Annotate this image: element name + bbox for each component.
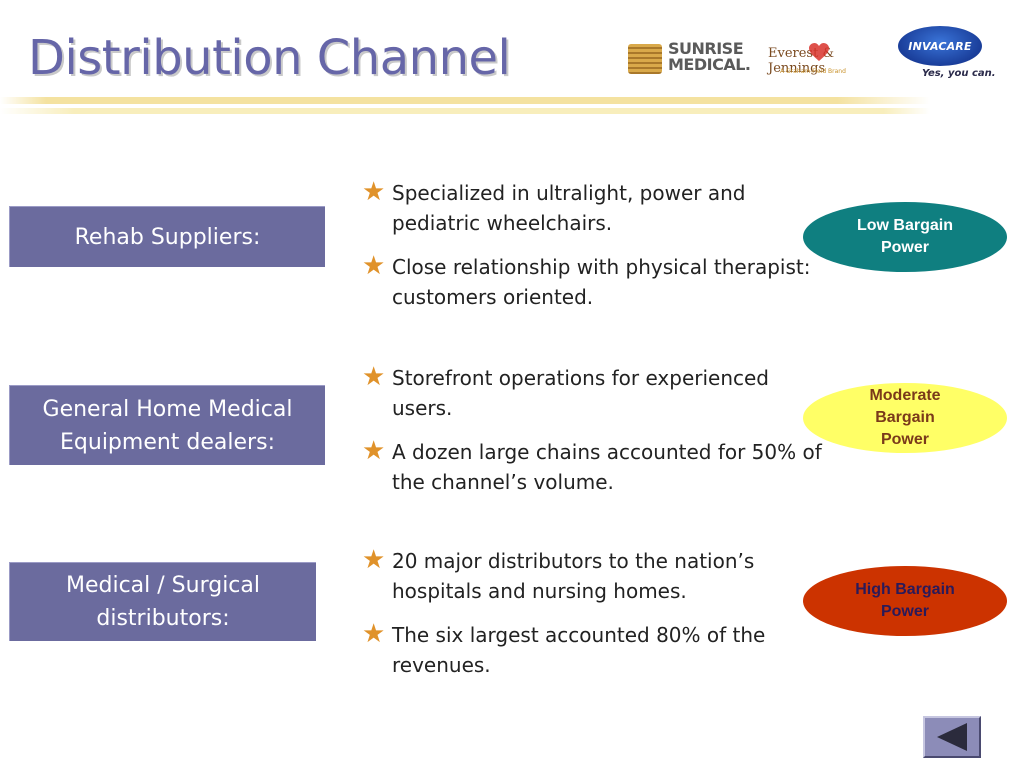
list-item: ★ Close relationship with physical thera… xyxy=(362,251,811,309)
high-bargain-power-badge: High Bargain Power xyxy=(803,566,1007,636)
category-box-rehab: Rehab Suppliers: xyxy=(9,206,325,267)
moderate-bargain-power-badge: Moderate Bargain Power xyxy=(803,383,1007,453)
back-arrow-icon xyxy=(937,723,967,751)
star-bullet-icon: ★ xyxy=(362,362,386,392)
sunrise-logo-text: SUNRISE MEDICAL. xyxy=(668,39,751,74)
star-bullet-icon: ★ xyxy=(362,619,386,649)
list-item: ★ A dozen large chains accounted for 50%… xyxy=(362,436,822,494)
sunrise-medical-logo: SUNRISE MEDICAL. xyxy=(628,39,751,78)
bullet-list-general-home-medical: ★ Storefront operations for experienced … xyxy=(362,362,822,511)
category-box-medical-surgical: Medical / Surgical distributors: xyxy=(9,562,316,641)
category-label: General Home Medical Equipment dealers: xyxy=(42,396,293,455)
invacare-oval: INVACARE xyxy=(898,26,982,66)
list-item: ★ Specialized in ultralight, power and p… xyxy=(362,177,746,235)
category-label: Rehab Suppliers: xyxy=(74,224,261,250)
sunrise-mark-icon xyxy=(628,44,662,74)
list-item: ★ Storefront operations for experienced … xyxy=(362,362,770,420)
everest-jennings-logo: Everest & Jennings A Graham-Field Brand xyxy=(768,28,878,88)
star-bullet-icon: ★ xyxy=(362,436,386,466)
star-bullet-icon: ★ xyxy=(362,251,386,281)
back-button[interactable] xyxy=(923,716,981,758)
invacare-tagline: Yes, you can. xyxy=(922,68,996,79)
list-item: ★ 20 major distributors to the nation’s … xyxy=(362,545,755,603)
bullet-list-medical-surgical: ★ 20 major distributors to the nation’s … xyxy=(362,545,822,694)
category-label: Medical / Surgical distributors: xyxy=(65,573,260,631)
star-bullet-icon: ★ xyxy=(362,177,386,207)
list-item: ★ The six largest accounted 80% of the r… xyxy=(362,619,766,677)
slide-title: Distribution Channel xyxy=(28,30,511,86)
everest-jennings-subtitle: A Graham-Field Brand xyxy=(780,68,846,75)
bullet-list-rehab: ★ Specialized in ultralight, power and p… xyxy=(362,177,822,326)
heart-icon xyxy=(809,43,829,61)
invacare-logo: INVACARE Yes, you can. xyxy=(898,26,998,86)
star-bullet-icon: ★ xyxy=(362,545,386,575)
low-bargain-power-badge: Low Bargain Power xyxy=(803,202,1007,272)
category-box-general-home-medical: General Home Medical Equipment dealers: xyxy=(9,385,325,465)
title-underline-stripes xyxy=(0,97,930,114)
